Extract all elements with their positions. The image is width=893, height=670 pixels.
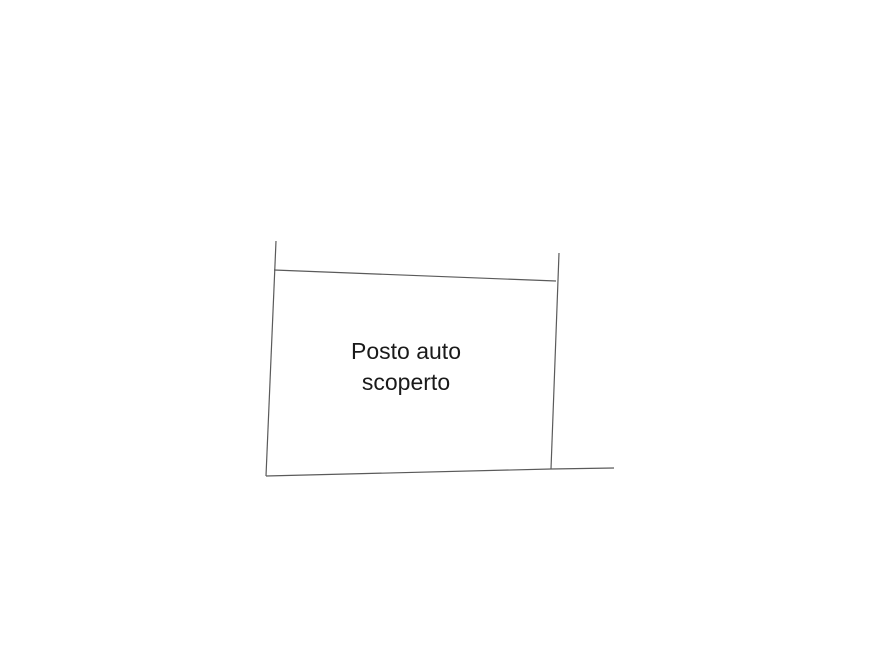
top-edge-line [273, 269, 557, 282]
left-wall-line [265, 240, 277, 477]
right-wall-line [550, 252, 560, 470]
bottom-extension-line [550, 467, 615, 470]
parking-label-line1: Posto auto [351, 338, 461, 364]
parking-label-line2: scoperto [361, 369, 451, 395]
parking-space-label: Posto auto scoperto [300, 336, 512, 398]
bottom-edge-line [265, 468, 552, 477]
